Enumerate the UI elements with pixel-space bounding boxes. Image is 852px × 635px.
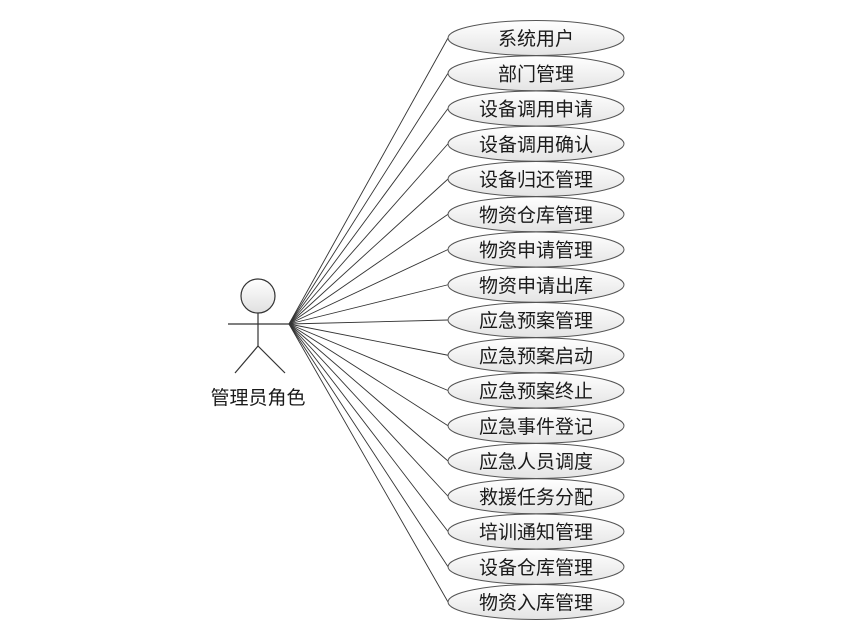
use-case: 设备归还管理: [447, 161, 625, 197]
use-case-label: 系统用户: [498, 28, 574, 50]
use-case: 培训通知管理: [447, 513, 625, 550]
use-case-label: 培训通知管理: [479, 522, 593, 544]
actor-head: [240, 278, 276, 314]
use-case: 应急人员调度: [447, 443, 625, 479]
use-case-label: 物资申请管理: [479, 240, 593, 262]
use-case-label: 物资申请出库: [479, 275, 593, 297]
use-case-label: 应急事件登记: [479, 416, 593, 438]
use-case-label: 部门管理: [498, 63, 574, 85]
use-case: 救援任务分配: [447, 478, 625, 515]
actor-left-leg: [234, 345, 259, 374]
use-case-ellipse: [447, 584, 625, 620]
use-case: 设备仓库管理: [447, 548, 625, 585]
association-line: [288, 213, 449, 325]
use-case: 部门管理: [447, 55, 625, 92]
use-case-label: 救援任务分配: [479, 486, 593, 508]
association-line: [288, 323, 449, 497]
association-line: [288, 323, 449, 391]
use-case-label: 设备归还管理: [479, 169, 593, 191]
association-line: [288, 249, 449, 325]
association-line: [288, 37, 449, 325]
association-line: [288, 319, 449, 325]
use-case-label: 应急人员调度: [479, 451, 593, 473]
association-line: [288, 323, 449, 462]
association-line: [288, 284, 449, 325]
association-line: [288, 143, 449, 325]
actor-right-leg: [257, 345, 286, 374]
use-case: 物资入库管理: [447, 584, 625, 620]
association-line: [288, 178, 449, 325]
actor-figure: 管理员角色: [210, 278, 306, 409]
use-case: 物资申请管理: [447, 231, 625, 268]
association-line: [288, 323, 449, 603]
use-case-label: 设备仓库管理: [479, 557, 593, 579]
use-case-list: 系统用户部门管理设备调用申请设备调用确认设备归还管理物资仓库管理物资申请管理物资…: [447, 20, 625, 620]
use-case: 应急预案启动: [447, 337, 625, 374]
association-line: [288, 73, 449, 325]
use-case-label: 应急预案管理: [479, 310, 593, 332]
use-case: 系统用户: [447, 20, 625, 56]
association-line: [288, 108, 449, 325]
use-case: 应急预案管理: [447, 302, 625, 338]
association-line: [288, 323, 449, 532]
use-case: 设备调用确认: [447, 125, 625, 162]
association-line: [288, 323, 449, 567]
use-case: 物资仓库管理: [447, 196, 625, 233]
use-case: 物资申请出库: [447, 266, 625, 303]
use-case: 设备调用申请: [447, 90, 625, 127]
use-case-label: 设备调用确认: [479, 134, 593, 156]
association-line: [288, 323, 449, 427]
use-case-label: 应急预案终止: [479, 381, 593, 403]
actor-label: 管理员角色: [210, 387, 305, 409]
association-line: [288, 323, 449, 356]
use-case-label: 物资仓库管理: [479, 204, 593, 226]
use-case-label: 物资入库管理: [479, 592, 593, 614]
use-case-label: 设备调用申请: [479, 99, 593, 121]
use-case-label: 应急预案启动: [479, 345, 593, 367]
association-lines: [288, 37, 449, 603]
use-case: 应急事件登记: [447, 407, 625, 444]
use-case: 应急预案终止: [447, 372, 625, 409]
